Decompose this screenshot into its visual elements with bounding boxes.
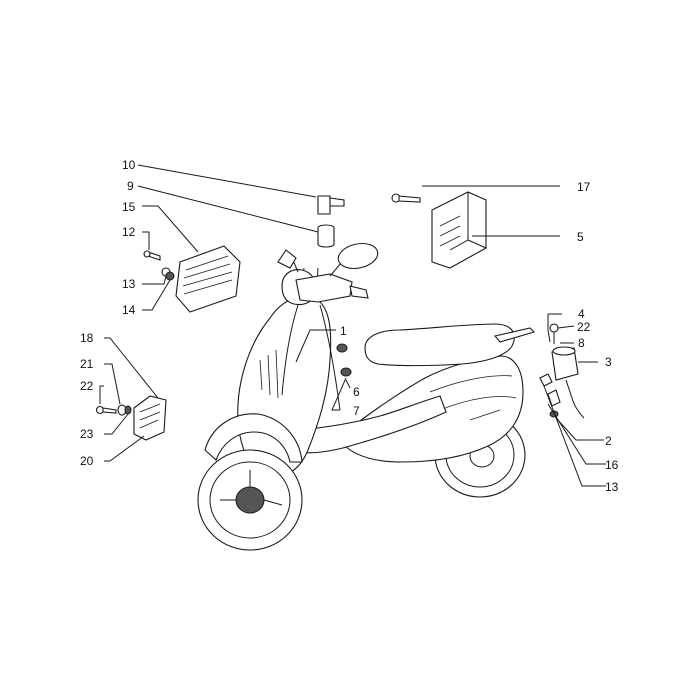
callout-13: 13 (605, 480, 619, 494)
part-10-spark-plug-cap (317, 195, 345, 215)
callout-21: 21 (80, 357, 94, 371)
scooter-illustration (197, 242, 536, 551)
callout-20: 20 (80, 454, 94, 468)
part-6-clip (336, 343, 352, 377)
callout-10: 10 (122, 158, 136, 172)
callout-4: 4 (578, 307, 585, 321)
callout-2: 2 (605, 434, 612, 448)
callout-16: 16 (605, 458, 619, 472)
callout-17: 17 (577, 180, 591, 194)
part-5-cdi-unit (431, 191, 487, 269)
callout-15: 15 (122, 200, 136, 214)
callout-3: 3 (605, 355, 612, 369)
part-13-washer-b (539, 373, 553, 387)
part-14-nut (165, 271, 175, 281)
right-grip (349, 285, 369, 299)
callout-23: 23 (80, 427, 94, 441)
callout-9: 9 (127, 179, 134, 193)
callout-12: 12 (122, 225, 136, 239)
part-22-screw-a (549, 323, 559, 344)
callout-1: 1 (340, 324, 347, 338)
callout-numbers: 10 9 15 12 13 14 17 5 4 22 8 3 2 16 13 1… (80, 158, 619, 494)
callout-7: 7 (353, 404, 360, 418)
part-16-bracket (547, 389, 561, 407)
part-12-screw (143, 250, 161, 261)
rear-rack (494, 327, 536, 343)
part-9-coil (317, 224, 335, 248)
part-15-regulator (175, 245, 241, 313)
callout-22: 22 (577, 320, 591, 334)
part-17-screw (391, 193, 421, 203)
handlebar-housing (295, 273, 353, 303)
front-wheel (197, 449, 303, 551)
leader-lines (99, 164, 606, 487)
callout-18: 18 (80, 331, 94, 345)
right-mirror (337, 242, 379, 270)
callout-14: 14 (122, 303, 136, 317)
front-fender (204, 413, 303, 463)
part-22-screw-b (95, 405, 117, 415)
part-3-starter-relay (551, 346, 585, 419)
left-mirror (277, 249, 297, 269)
part-23-washer (117, 404, 132, 416)
floorboard (299, 395, 447, 454)
callout-6: 6 (353, 385, 360, 399)
callout-8: 8 (578, 336, 585, 350)
callout-22: 22 (80, 379, 94, 393)
part-20-horn (133, 395, 167, 441)
callout-13: 13 (122, 277, 136, 291)
seat (364, 323, 515, 367)
callout-5: 5 (577, 230, 584, 244)
